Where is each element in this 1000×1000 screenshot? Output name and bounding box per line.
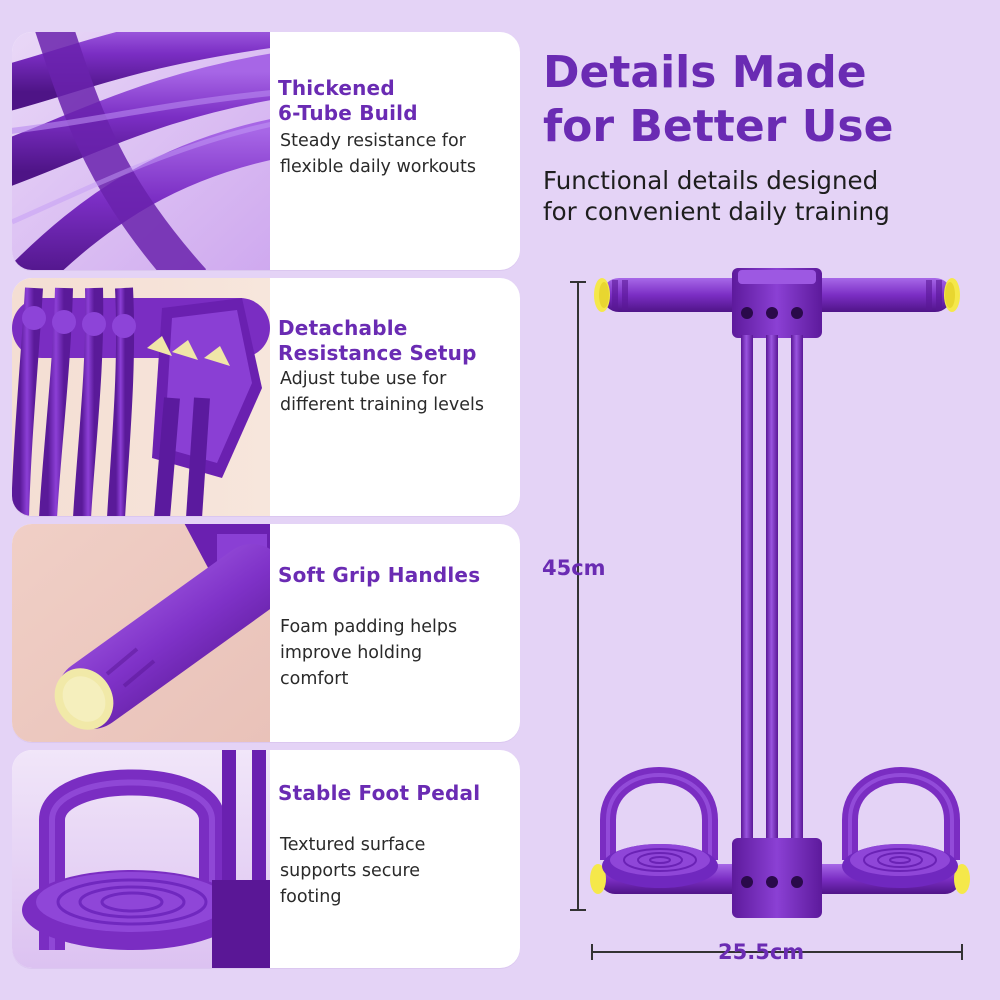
page-title: Details Made for Better Use: [543, 47, 894, 152]
feature-title-detachable: Detachable Resistance Setup: [278, 316, 477, 365]
feature-desc-pedal: Textured surface supports secure footing: [280, 835, 426, 907]
height-dimension-label: 45cm: [542, 556, 606, 580]
resistance-tube-photo: [12, 32, 270, 270]
feature-title-tubes: Thickened 6-Tube Build: [278, 76, 418, 125]
tube-connector-photo: [12, 278, 270, 516]
feature-panel-tubes: Thickened 6-Tube Build Steady resistance…: [12, 32, 520, 270]
top-connector-block: [732, 268, 822, 338]
feature-desc-tubes: Steady resistance for flexible daily wor…: [280, 131, 476, 177]
foot-pedal-photo: [12, 750, 270, 968]
bottom-connector-block: [732, 838, 822, 918]
page-subtitle: Functional details designed for convenie…: [543, 166, 890, 226]
foot-pedal-left: [602, 844, 718, 888]
feature-panel-detachable: Detachable Resistance Setup Adjust tube …: [12, 278, 520, 516]
height-dimension-line: [570, 281, 586, 911]
pull-up-trainer-illustration: [560, 260, 1000, 990]
feature-panel-pedal: Stable Foot Pedal Textured surface suppo…: [12, 750, 520, 968]
foot-pedal-straps: [600, 767, 960, 860]
width-dimension-line: [591, 944, 963, 960]
axle-cap-left: [590, 864, 606, 894]
feature-text-detachable: Detachable Resistance Setup Adjust tube …: [278, 278, 514, 516]
feature-desc-detachable: Adjust tube use for different training l…: [280, 369, 484, 415]
feature-title-pedal: Stable Foot Pedal: [278, 781, 481, 805]
axle-cap-right: [954, 864, 970, 894]
foam-handle-photo: [12, 524, 270, 742]
feature-desc-handles: Foam padding helps improve holding comfo…: [280, 617, 458, 689]
feature-text-handles: Soft Grip Handles Foam padding helps imp…: [278, 524, 514, 742]
width-dimension-label: 25.5cm: [718, 940, 805, 964]
feature-text-pedal: Stable Foot Pedal Textured surface suppo…: [278, 750, 514, 968]
resistance-tubes: [741, 335, 803, 855]
foot-pedal-right: [842, 844, 958, 888]
feature-panel-handles: Soft Grip Handles Foam padding helps imp…: [12, 524, 520, 742]
feature-text-tubes: Thickened 6-Tube Build Steady resistance…: [278, 32, 514, 270]
feature-title-handles: Soft Grip Handles: [278, 563, 481, 587]
